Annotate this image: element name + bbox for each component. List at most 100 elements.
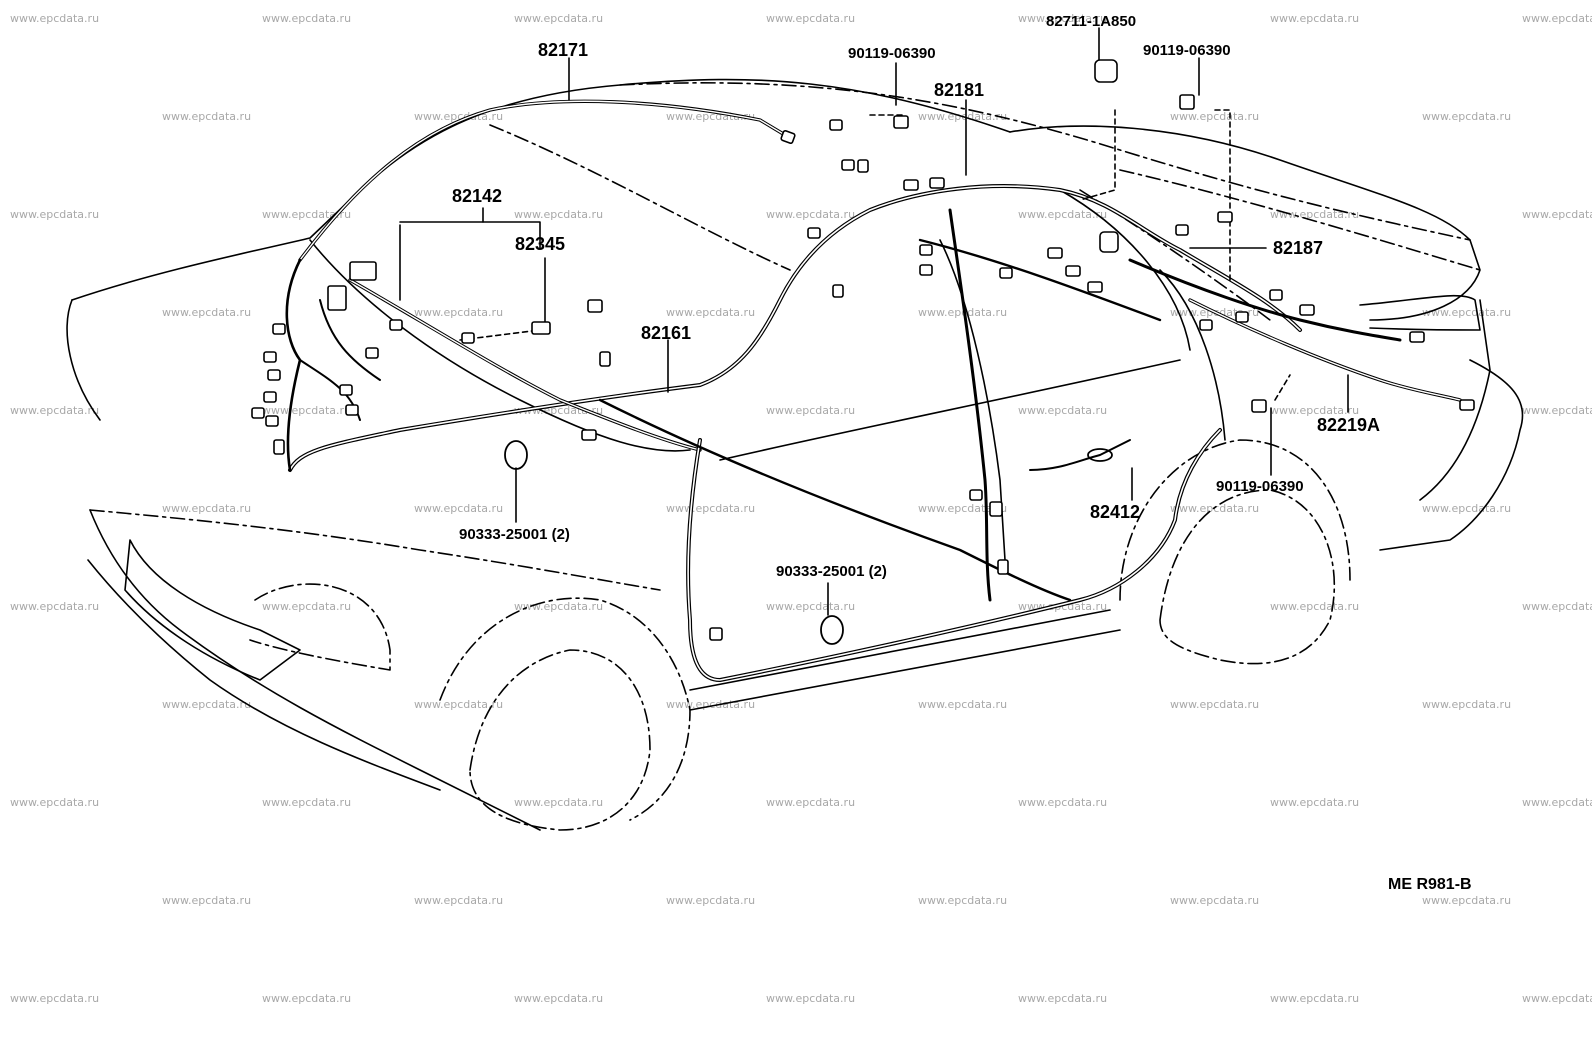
leader-dash-90119b (1214, 109, 1231, 281)
watermark-text: www.epcdata.ru (10, 404, 100, 417)
watermark-text: www.epcdata.ru (10, 796, 100, 809)
harness-82187 (1128, 258, 1402, 342)
watermark-text: www.epcdata.ru (514, 992, 604, 1005)
label-82219A: 82219A (1317, 415, 1381, 435)
rear-wheel (1159, 489, 1336, 665)
grommet-floor (820, 615, 844, 645)
watermark-text: www.epcdata.ru (1522, 796, 1592, 809)
watermark-text: www.epcdata.ru (1422, 894, 1512, 907)
watermark-text: www.epcdata.ru (1270, 600, 1360, 613)
watermark-text: www.epcdata.ru (766, 992, 856, 1005)
c-pillar (1159, 269, 1226, 441)
cable-82412 (1029, 439, 1131, 471)
watermark-text: www.epcdata.ru (1018, 12, 1108, 25)
fender (249, 583, 391, 671)
label-90119-06390-upper-left: 90119-06390 (848, 45, 936, 62)
watermark-text: www.epcdata.ru (1522, 208, 1592, 221)
watermark-text: www.epcdata.ru (1522, 992, 1592, 1005)
watermark-text: www.epcdata.ru (514, 796, 604, 809)
watermark-text: www.epcdata.ru (1170, 894, 1260, 907)
harness-82161 (288, 184, 1302, 472)
harness-82142 (348, 278, 702, 452)
watermark-text: www.epcdata.ru (1170, 110, 1260, 123)
watermark-text: www.epcdata.ru (514, 208, 604, 221)
watermark-text: www.epcdata.ru (162, 306, 252, 319)
watermark-text: www.epcdata.ru (1170, 698, 1260, 711)
watermark-text: www.epcdata.ru (1522, 404, 1592, 417)
watermark-text: www.epcdata.ru (1422, 306, 1512, 319)
diagram-code: ME R981-B (1388, 876, 1472, 893)
watermark-text: www.epcdata.ru (1270, 12, 1360, 25)
watermark-text: www.epcdata.ru (1522, 12, 1592, 25)
hood-dash (89, 509, 661, 591)
trunk-top (1009, 125, 1481, 321)
label-90333-25001-floor: 90333-25001 (2) (776, 563, 887, 580)
watermark-text: www.epcdata.ru (1422, 110, 1512, 123)
watermark-text: www.epcdata.ru (766, 600, 856, 613)
label-82142: 82142 (452, 186, 503, 206)
watermark-text: www.epcdata.ru (1522, 600, 1592, 613)
harness-sill (686, 428, 1222, 682)
front-bumper (89, 509, 541, 831)
watermark-text: www.epcdata.ru (514, 12, 604, 25)
watermark-text: www.epcdata.ru (918, 698, 1008, 711)
label-90333-25001-front: 90333-25001 (2) (459, 526, 570, 543)
label-82345: 82345 (515, 234, 566, 254)
watermark-text: www.epcdata.ru (1018, 404, 1108, 417)
watermark-text: www.epcdata.ru (666, 306, 756, 319)
watermark-text: www.epcdata.ru (162, 894, 252, 907)
watermark-text: www.epcdata.ru (10, 600, 100, 613)
rear-bumper (1379, 359, 1524, 551)
harness-cabin-2 (918, 238, 1162, 322)
watermark-text: www.epcdata.ru (414, 894, 504, 907)
rear-window (1059, 189, 1191, 351)
watermark-text: www.epcdata.ru (1018, 992, 1108, 1005)
watermark-text: www.epcdata.ru (262, 796, 352, 809)
watermark-text: www.epcdata.ru (262, 12, 352, 25)
label-82187: 82187 (1273, 238, 1324, 258)
watermark-text: www.epcdata.ru (766, 404, 856, 417)
watermark-text: www.epcdata.ru (262, 600, 352, 613)
label-82711-1A850: 82711-1A850 (1046, 13, 1137, 30)
label-82412: 82412 (1090, 502, 1141, 522)
watermark-text: www.epcdata.ru (766, 12, 856, 25)
watermark-text: www.epcdata.ru (766, 208, 856, 221)
watermark-text: www.epcdata.ru (1270, 404, 1360, 417)
watermark-text: www.epcdata.ru (1422, 502, 1512, 515)
rear-lamp (1359, 294, 1481, 331)
harness-cabin (598, 398, 1072, 602)
harness-pillar (948, 208, 992, 602)
watermark-text: www.epcdata.ru (262, 208, 352, 221)
watermark-text: www.epcdata.ru (766, 796, 856, 809)
watermark-text: www.epcdata.ru (414, 306, 504, 319)
rocker-lower (689, 629, 1121, 711)
watermark-text: www.epcdata.ru (414, 698, 504, 711)
watermark-text: www.epcdata.ru (162, 698, 252, 711)
watermark-text: www.epcdata.ru (162, 110, 252, 123)
harness-left-cluster (285, 258, 302, 472)
watermark-text: www.epcdata.ru (10, 992, 100, 1005)
front-bumper-2 (87, 559, 441, 791)
b-pillar (939, 239, 1006, 561)
watermark-text: www.epcdata.ru (10, 12, 100, 25)
rear-wheel-arch (1119, 439, 1351, 601)
headlamp (124, 539, 301, 681)
hood-line (66, 299, 101, 421)
leader-dash-90119c (1274, 374, 1291, 401)
windshield (489, 124, 791, 271)
a-pillar (309, 239, 691, 452)
watermark-text: www.epcdata.ru (1018, 796, 1108, 809)
watermark-text: www.epcdata.ru (262, 992, 352, 1005)
watermark-text: www.epcdata.ru (1270, 208, 1360, 221)
connectors (251, 59, 1475, 641)
watermark-text: www.epcdata.ru (666, 502, 756, 515)
watermark-text: www.epcdata.ru (162, 502, 252, 515)
watermark-text: www.epcdata.ru (918, 306, 1008, 319)
front-wheel-arch (439, 597, 691, 821)
grommet-front (504, 440, 528, 470)
watermark-text: www.epcdata.ru (1018, 208, 1108, 221)
watermark-text: www.epcdata.ru (262, 404, 352, 417)
rocker (689, 609, 1111, 691)
